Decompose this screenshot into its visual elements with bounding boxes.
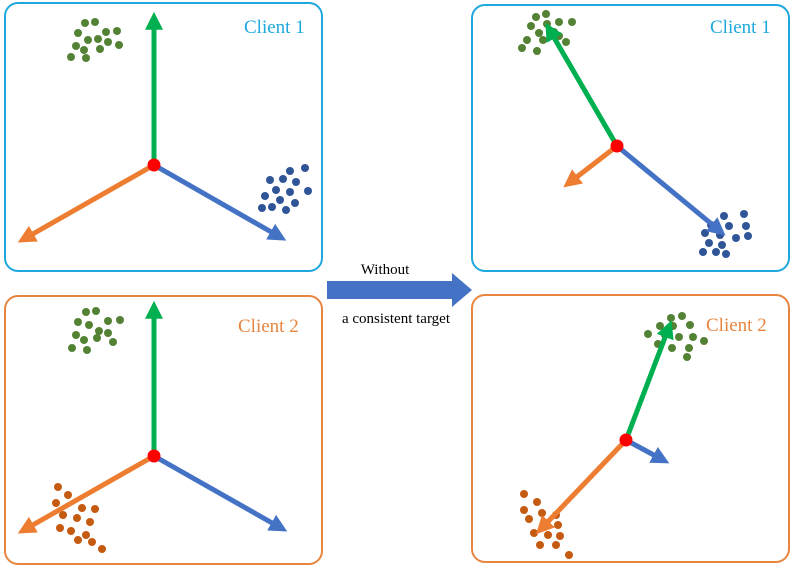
origin-point <box>147 449 161 463</box>
big-right-arrow <box>327 273 472 307</box>
panel-label: Client 2 <box>706 315 767 336</box>
orange-arrow <box>17 162 156 243</box>
blue-cluster <box>258 164 312 214</box>
panel-frame <box>471 294 790 563</box>
panel-label: Client 1 <box>244 17 305 38</box>
green-cluster <box>644 312 708 361</box>
panel-client1-after: Client 1 <box>471 4 790 272</box>
panel-label: Client 2 <box>238 316 299 337</box>
transition-arrow-group: Without a consistent target <box>327 262 472 327</box>
origin-point <box>147 158 161 172</box>
transition-label-line1: Without <box>361 262 410 278</box>
panel-label: Client 1 <box>710 17 771 38</box>
blue-arrow <box>624 437 670 464</box>
panel-client2-after: Client 2 <box>471 294 790 563</box>
blue-arrow <box>152 162 287 241</box>
green-cluster <box>518 10 576 55</box>
green-arrow <box>623 320 674 441</box>
panel-client2-before: Client 2 <box>4 295 323 565</box>
green-arrow <box>545 22 620 148</box>
orange-arrow <box>563 144 619 188</box>
green-cluster <box>67 18 123 62</box>
transition-label-line2: a consistent target <box>342 311 451 327</box>
orange-arrow <box>536 438 628 535</box>
orange-arrow <box>17 453 156 534</box>
panel-frame <box>4 295 323 565</box>
green-cluster <box>68 307 124 354</box>
panel-frame <box>471 4 790 272</box>
origin-point <box>610 139 624 153</box>
blue-cluster <box>699 210 752 258</box>
orange-cluster <box>52 483 106 553</box>
panel-frame <box>4 2 323 272</box>
blue-arrow <box>152 453 288 532</box>
panel-client1-before: Client 1 <box>4 2 323 272</box>
origin-point <box>619 433 633 447</box>
blue-arrow <box>615 144 726 236</box>
